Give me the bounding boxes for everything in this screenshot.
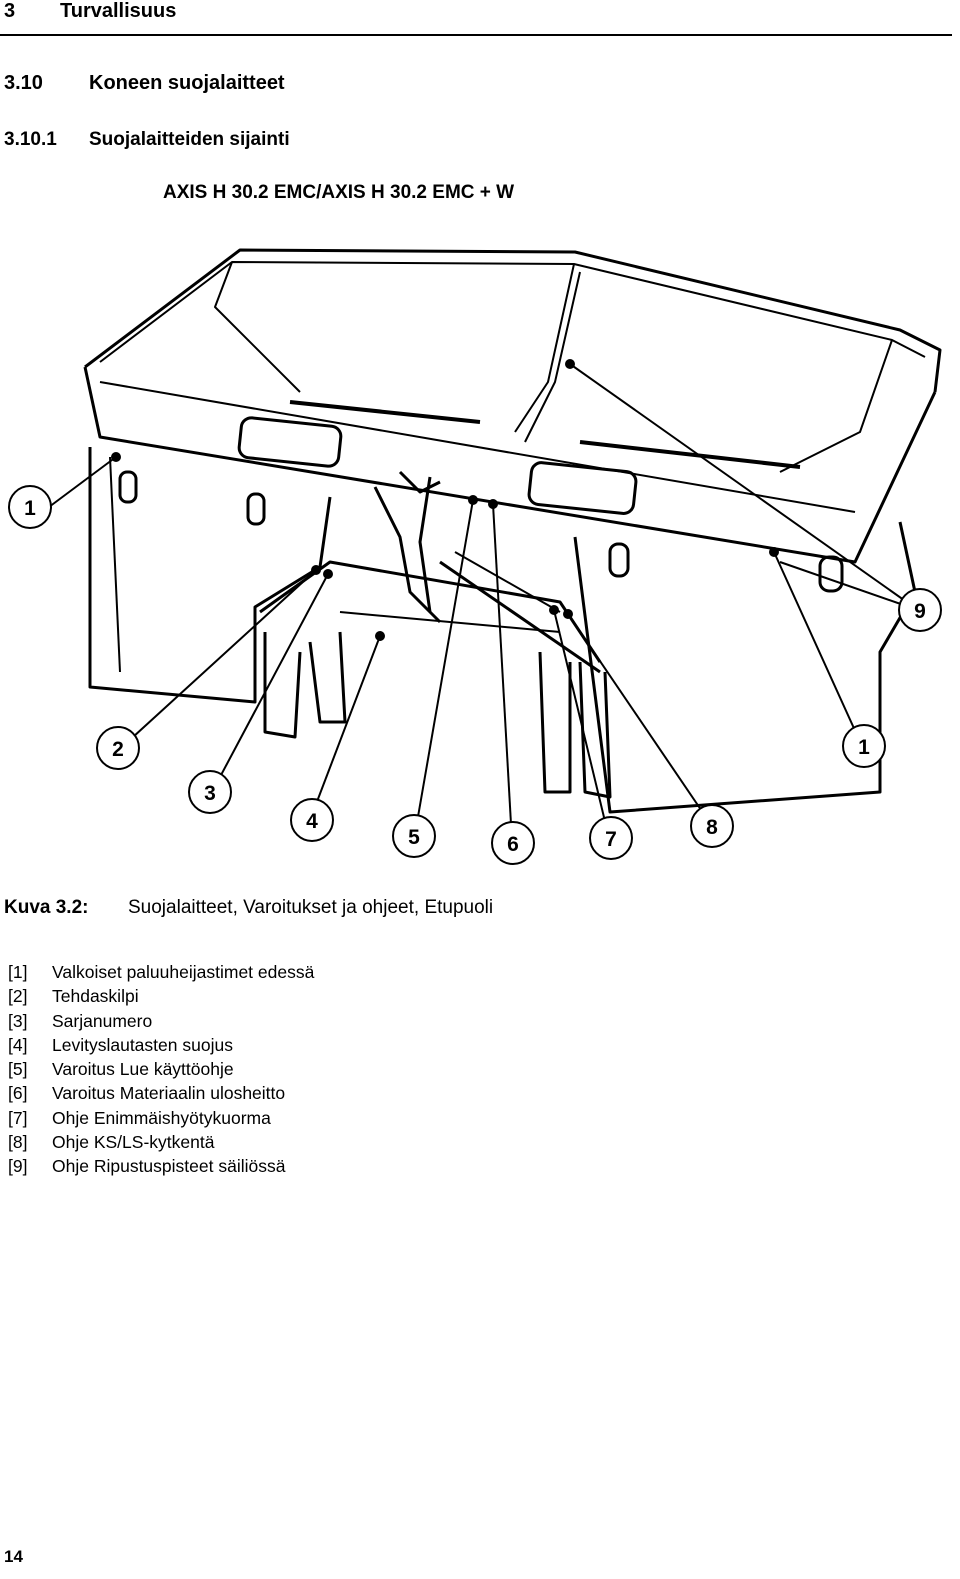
hopper-window-right <box>527 461 638 515</box>
hopper-window-left <box>237 416 343 468</box>
legend-text: Ohje Enimmäishyötykuorma <box>52 1107 271 1128</box>
spreader-figure: 1 2 3 4 5 6 7 <box>0 232 960 872</box>
svg-text:4: 4 <box>306 810 318 833</box>
legend-text: Sarjanumero <box>52 1010 153 1031</box>
svg-text:3: 3 <box>204 782 216 805</box>
legend-key: [1] <box>8 962 28 982</box>
legend-list: [1] Valkoiset paluuheijastimet edessä [2]… <box>8 960 708 1179</box>
legend-item: [2] Tehdaskilpi <box>8 984 708 1008</box>
chapter-number: 3 <box>4 0 16 22</box>
legend-key: [7] <box>8 1107 28 1128</box>
section-number: 3.10 <box>4 72 43 94</box>
callout-1-right: 1 <box>842 724 886 768</box>
legend-key: [8] <box>8 1132 28 1153</box>
legend-item: [3] Sarjanumero <box>8 1009 708 1033</box>
page-header: 3 Turvallisuus <box>0 0 952 36</box>
spreader-drawing: 1 2 3 4 5 6 7 <box>8 248 942 865</box>
legend-item: [6] Varoitus Materiaalin ulosheitto <box>8 1081 708 1105</box>
callout-dots <box>111 359 779 641</box>
callout-7: 7 <box>589 816 633 860</box>
legend-text: Tehdaskilpi <box>52 986 139 1007</box>
callout-circles: 1 2 3 4 5 6 7 <box>8 485 942 865</box>
svg-text:1: 1 <box>858 736 870 759</box>
legend-key: [4] <box>8 1034 28 1055</box>
legend-item: [4] Levityslautasten suojus <box>8 1033 708 1057</box>
svg-text:9: 9 <box>914 600 926 623</box>
figure-caption-text: Suojalaitteet, Varoitukset ja ohjeet, Et… <box>128 897 494 918</box>
svg-text:6: 6 <box>507 833 519 856</box>
lower-body-right <box>573 521 917 814</box>
svg-text:5: 5 <box>408 826 420 849</box>
top-link <box>373 486 442 624</box>
callout-3: 3 <box>188 770 232 814</box>
figure-caption-label: Kuva 3.2: <box>4 897 89 918</box>
legend-key: [5] <box>8 1059 28 1080</box>
legend-item: [8] Ohje KS/LS-kytkentä <box>8 1130 708 1154</box>
subsection-title: Suojalaitteiden sijainti <box>89 129 290 150</box>
callout-8: 8 <box>690 804 734 848</box>
svg-text:8: 8 <box>706 816 718 839</box>
callout-2: 2 <box>96 726 140 770</box>
callout-5: 5 <box>392 814 436 858</box>
callout-1-left: 1 <box>8 485 52 529</box>
legend-item: [5] Varoitus Lue käyttöohje <box>8 1057 708 1081</box>
chapter-title: Turvallisuus <box>60 0 177 22</box>
lower-body-left <box>88 447 332 704</box>
callout-9: 9 <box>898 588 942 632</box>
model-label: AXIS H 30.2 EMC/AXIS H 30.2 EMC + W <box>163 182 515 203</box>
legend-item: [1] Valkoiset paluuheijastimet edessä <box>8 960 708 984</box>
legend-item: [7] Ohje Enimmäishyötykuorma <box>8 1106 708 1130</box>
legend-text: Valkoiset paluuheijastimet edessä <box>52 962 315 982</box>
callout-6: 6 <box>491 821 535 865</box>
legend-item: [9] Ohje Ripustuspisteet säiliössä <box>8 1154 708 1178</box>
legend-text: Levityslautasten suojus <box>52 1034 233 1055</box>
callout-leaders <box>48 363 919 843</box>
section-title: Koneen suojalaitteet <box>89 72 285 94</box>
page-number: 14 <box>4 1547 23 1566</box>
legend-key: [6] <box>8 1083 28 1104</box>
hopper-rim <box>84 248 942 393</box>
callout-4: 4 <box>290 798 334 842</box>
legend-key: [2] <box>8 986 28 1007</box>
legend-text: Varoitus Materiaalin ulosheitto <box>52 1083 286 1104</box>
legend-text: Varoitus Lue käyttöohje <box>52 1059 234 1080</box>
subsection-number: 3.10.1 <box>4 129 57 150</box>
legend-key: [9] <box>8 1156 28 1177</box>
legend-key: [3] <box>8 1010 28 1031</box>
legend-text: Ohje KS/LS-kytkentä <box>52 1132 215 1153</box>
legend-text: Ohje Ripustuspisteet säiliössä <box>52 1156 286 1177</box>
svg-text:2: 2 <box>112 738 124 761</box>
svg-text:1: 1 <box>24 497 36 520</box>
svg-text:7: 7 <box>605 828 617 851</box>
